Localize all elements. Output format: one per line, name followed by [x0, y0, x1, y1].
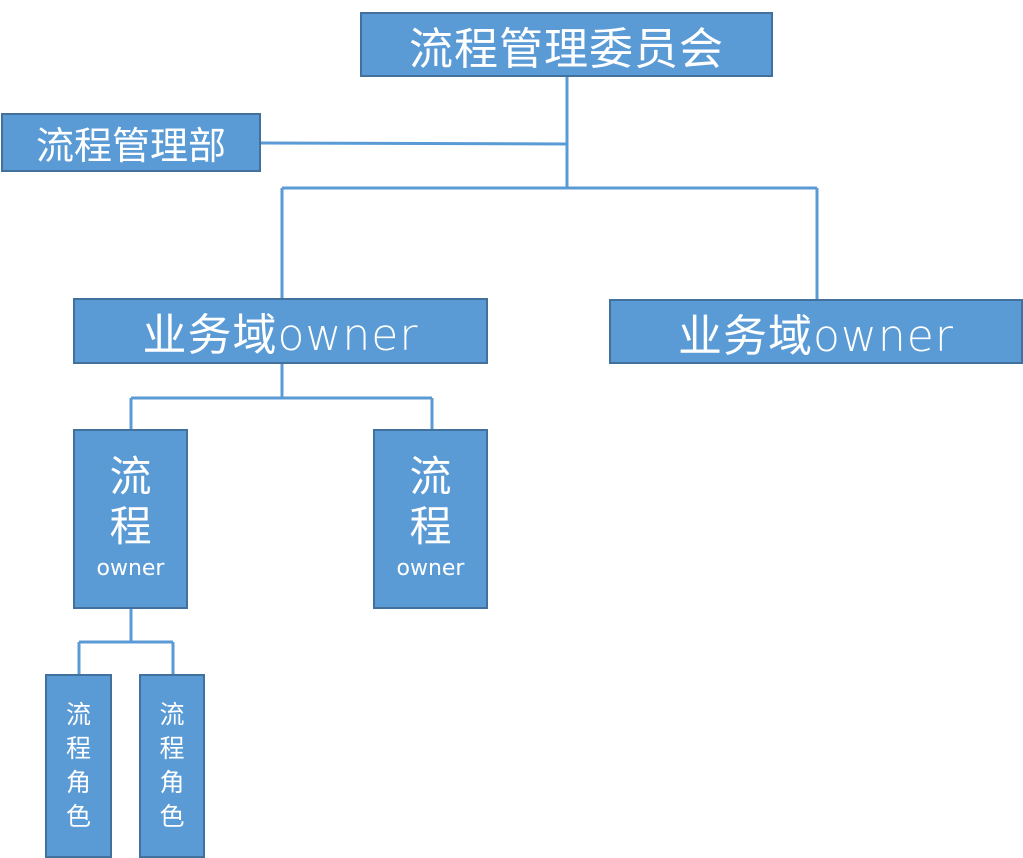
process-role-2-char-1: 流	[159, 700, 185, 729]
process-owner-right-char-2: 程	[409, 502, 452, 551]
process-role-1-char-3: 角	[65, 768, 91, 797]
node-committee-label: 流程管理委员会	[409, 23, 724, 75]
process-owner-left-char-1: 流	[109, 452, 152, 501]
connector-committee-department	[259, 141, 568, 146]
node-domain-owner-right[interactable]: 业务域owner	[609, 299, 1023, 364]
process-role-2-char-2: 程	[159, 734, 185, 763]
process-owner-left-char-2: 程	[109, 502, 152, 551]
node-department-label: 流程管理部	[35, 124, 226, 168]
process-role-1-char-1: 流	[65, 700, 91, 729]
node-process-owner-right[interactable]: 流 程 owner	[373, 429, 488, 609]
process-owner-right-sub: owner	[396, 556, 465, 581]
process-owner-left-sub: owner	[96, 556, 165, 581]
node-committee[interactable]: 流程管理委员会	[360, 12, 773, 77]
node-domain-owner-right-label: 业务域owner	[678, 310, 954, 362]
node-department[interactable]: 流程管理部	[1, 113, 261, 172]
process-owner-right-char-1: 流	[409, 452, 452, 501]
node-process-role-2[interactable]: 流 程 角 色	[139, 674, 205, 858]
node-process-role-1[interactable]: 流 程 角 色	[45, 674, 112, 858]
process-role-2-char-3: 角	[159, 768, 185, 797]
process-role-1-char-4: 色	[65, 802, 91, 831]
node-domain-owner-left-label: 业务域owner	[142, 310, 419, 361]
node-process-owner-left[interactable]: 流 程 owner	[73, 429, 188, 609]
process-role-1-char-2: 程	[65, 734, 91, 763]
node-domain-owner-left[interactable]: 业务域owner	[73, 298, 488, 364]
process-role-2-char-4: 色	[159, 802, 185, 831]
